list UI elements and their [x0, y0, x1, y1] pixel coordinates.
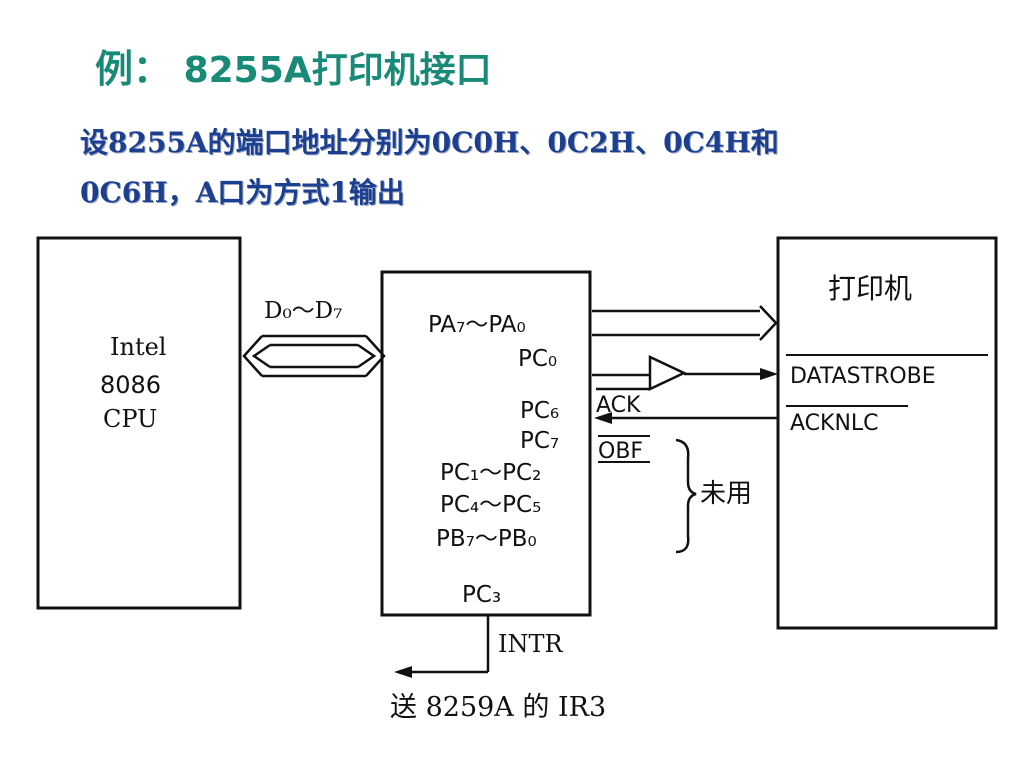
pin-pc6: PC₆ — [520, 398, 559, 424]
subtitle-line-2: 0C6H，A口为方式1输出 — [80, 176, 405, 209]
pin-pc7: PC₇ — [520, 428, 559, 454]
ack-line — [596, 387, 778, 420]
printer-title: 打印机 — [828, 272, 912, 305]
cpu-label-cpu: CPU — [103, 405, 157, 433]
data-bus-arrow — [242, 334, 386, 378]
slide-title: 例： 8255A打印机接口 — [95, 38, 492, 93]
title-prefix: 例： — [95, 47, 172, 91]
pin-pc3: PC₃ — [462, 582, 501, 608]
signal-obf: OBF — [598, 439, 643, 464]
cpu-label-intel: Intel — [110, 333, 166, 361]
printer-datastrobe: DATASTROBE — [790, 364, 936, 389]
pin-pb: PB₇～PB₀ — [436, 526, 537, 552]
pin-pa: PA₇～PA₀ — [428, 312, 526, 338]
intr-line — [412, 615, 490, 674]
unused-brace — [675, 438, 697, 554]
signal-unused: 未用 — [700, 479, 752, 509]
pin-pc4-pc5: PC₄～PC₅ — [440, 492, 541, 518]
cpu-box — [36, 236, 242, 610]
datastrobe-line — [592, 355, 760, 391]
pa-output-arrow — [592, 305, 778, 341]
ack-arrowhead — [594, 412, 612, 424]
signal-intr: INTR — [498, 630, 563, 658]
datastrobe-arrowhead — [760, 368, 778, 380]
slide-subtitle: 设8255A的端口地址分别为0C0H、0C2H、0C4H和 0C6H，A口为方式… — [80, 118, 980, 218]
pin-pc1-pc2: PC₁～PC₂ — [440, 460, 541, 486]
chip-8255a-box — [380, 270, 592, 617]
intr-arrowhead — [394, 666, 412, 678]
printer-box — [776, 236, 998, 630]
bus-label: D₀～D₇ — [264, 298, 342, 324]
cpu-label-model: 8086 — [100, 371, 161, 399]
footer-note: 送 8259A 的 IR3 — [390, 692, 606, 723]
printer-acknlc: ACKNLC — [790, 411, 879, 436]
title-main: 8255A打印机接口 — [183, 50, 492, 91]
signal-ack: ACK — [596, 393, 641, 418]
pin-pc0: PC₀ — [518, 346, 557, 372]
subtitle-line-1: 设8255A的端口地址分别为0C0H、0C2H、0C4H和 — [80, 126, 779, 159]
